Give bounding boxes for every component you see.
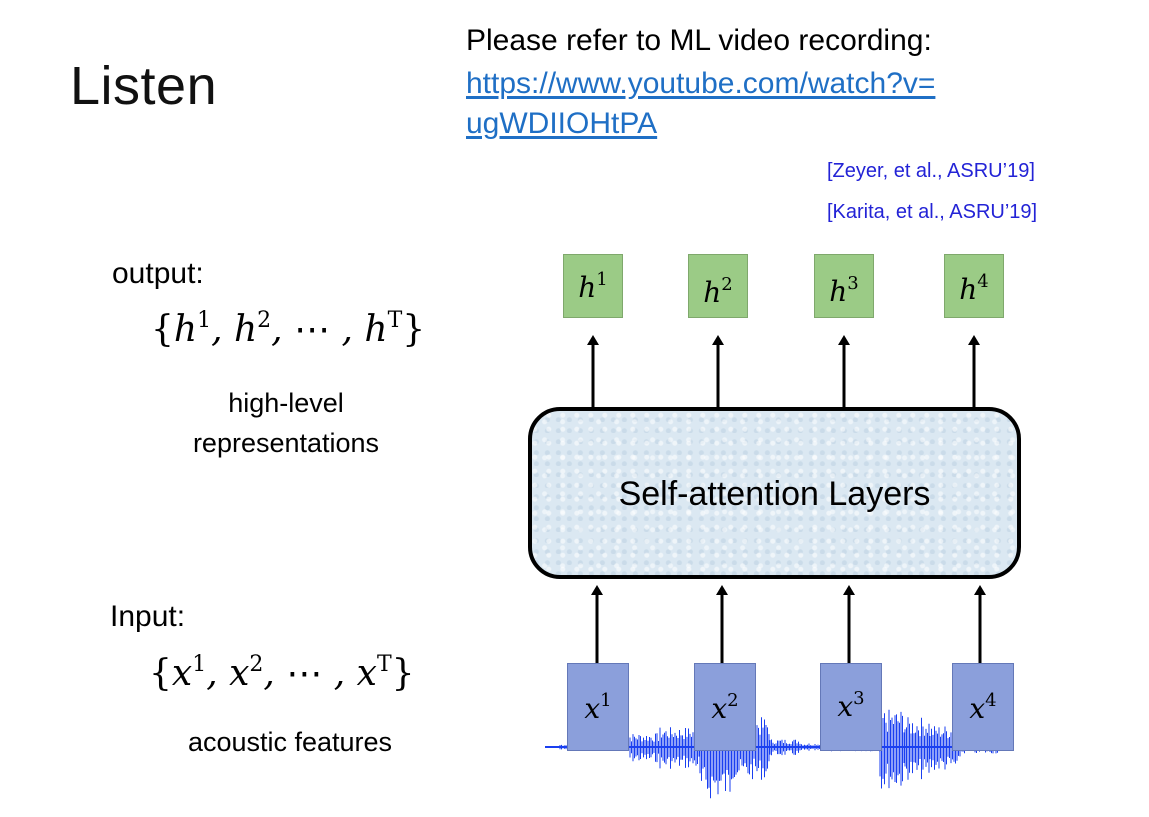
output-box-h4-label: h4 — [959, 271, 989, 306]
output-box-h1: h1 — [563, 254, 623, 318]
arrow-input-4-head — [974, 585, 986, 595]
arrow-output-4-head — [968, 335, 980, 345]
arrow-input-1-head — [591, 585, 603, 595]
arrow-output-3-head — [838, 335, 850, 345]
self-attention-label: Self-attention Layers — [618, 475, 931, 513]
input-box-x3: x3 — [820, 663, 882, 751]
output-box-h4: h4 — [944, 254, 1004, 318]
output-box-h3-label: h3 — [829, 273, 859, 308]
output-heading: output: — [112, 257, 204, 290]
input-box-x1-label: x1 — [584, 690, 612, 725]
arrow-input-2-head — [716, 585, 728, 595]
slide-title: Listen — [70, 56, 218, 116]
input-description: acoustic features — [187, 727, 393, 757]
reference-note: Please refer to ML video recording: — [466, 24, 932, 57]
video-link-line1[interactable]: https://www.youtube.com/watch?v= — [466, 67, 936, 100]
output-box-h3: h3 — [814, 254, 874, 318]
arrow-input-3-head — [843, 585, 855, 595]
input-box-x2-label: x2 — [711, 690, 739, 725]
input-box-x4-label: x4 — [969, 690, 997, 725]
citation-karita: [Karita, et al., ASRU’19] — [827, 201, 1038, 223]
output-description-line1: high-level — [228, 388, 344, 418]
output-box-h2: h2 — [688, 254, 748, 318]
input-box-x1: x1 — [567, 663, 629, 751]
input-box-x3-label: x3 — [837, 688, 865, 723]
video-link-line2[interactable]: ugWDIIOHtPA — [466, 107, 658, 140]
output-description: high-level representations — [146, 383, 426, 463]
output-set-formula: {h1, h2, ⋯ , hT} — [151, 308, 426, 350]
output-description-line2: representations — [192, 428, 380, 458]
input-heading: Input: — [110, 600, 186, 633]
arrow-output-2-head — [712, 335, 724, 345]
input-box-x2: x2 — [694, 663, 756, 751]
arrow-output-1-head — [587, 335, 599, 345]
arrows — [587, 335, 986, 663]
input-box-x4: x4 — [952, 663, 1014, 751]
citation-zeyer: [Zeyer, et al., ASRU’19] — [827, 160, 1035, 182]
output-box-h2-label: h2 — [703, 274, 733, 309]
video-link[interactable]: https://www.youtube.com/watch?v= ugWDIIO… — [466, 64, 1126, 144]
output-box-h1-label: h1 — [578, 269, 608, 304]
input-set-formula: {x1, x2, ⋯ , xT} — [149, 652, 415, 694]
self-attention-layers-block: Self-attention Layers — [528, 407, 1021, 579]
